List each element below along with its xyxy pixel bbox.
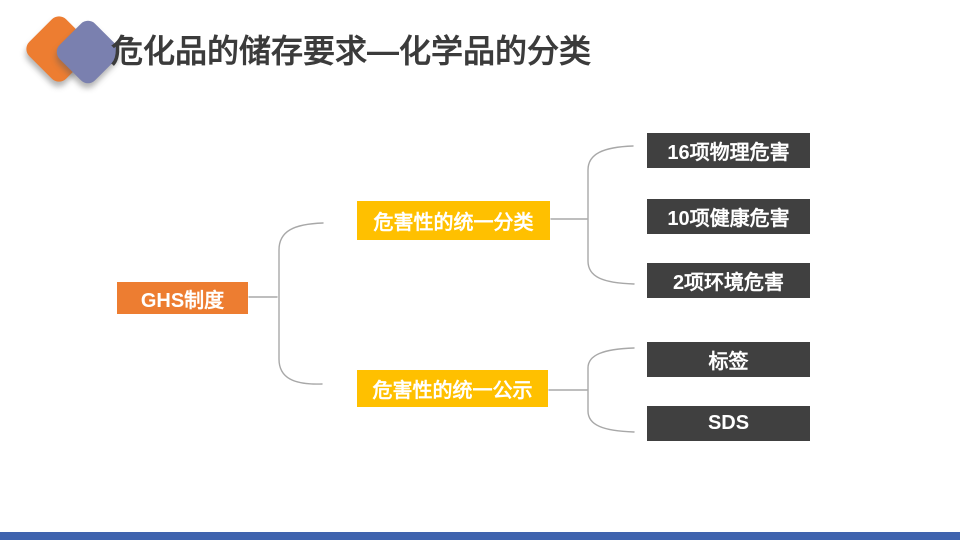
right-top-bracket-line: [587, 145, 635, 285]
right-bottom-bracket-line: [587, 347, 635, 433]
leaf-node-health-hazards: 10项健康危害: [647, 199, 810, 234]
branch-node-unified-communication: 危害性的统一公示: [357, 370, 548, 407]
leaf-node-environmental-hazards: 2项环境危害: [647, 263, 810, 298]
left-bracket-line: [278, 222, 324, 385]
footer-accent-bar: [0, 532, 960, 540]
slide-title: 危化品的储存要求—化学品的分类: [111, 33, 592, 69]
leaf-node-sds: SDS: [647, 406, 810, 441]
root-node-ghs: GHS制度: [117, 282, 248, 314]
branch-node-unified-classification: 危害性的统一分类: [357, 201, 550, 240]
leaf-node-label: 标签: [647, 342, 810, 377]
leaf-node-physical-hazards: 16项物理危害: [647, 133, 810, 168]
